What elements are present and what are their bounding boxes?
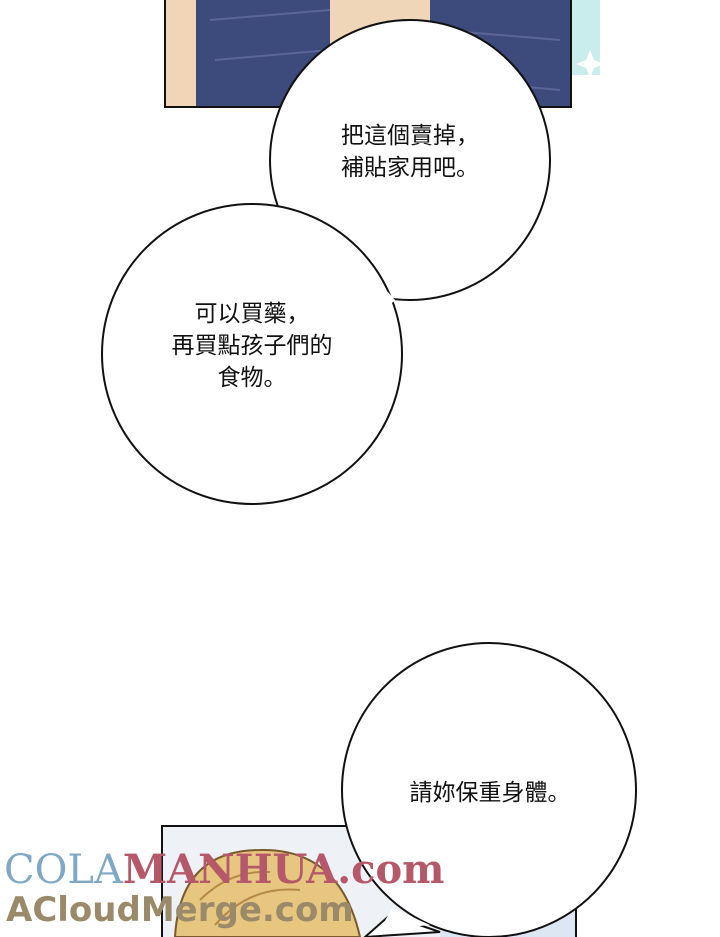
watermark-line-1: COLAMANHUA.com (4, 846, 445, 893)
hair-strands (199, 870, 301, 926)
bubble-connector (320, 255, 395, 315)
bubble-1-text: 把這個賣掉， 補貼家用吧。 (341, 123, 479, 181)
watermark-line-2: ACloudMerge.com (6, 890, 354, 930)
hair (173, 848, 362, 937)
bubble-3-text: 請妳保重身體。 (409, 780, 571, 806)
bubble-tail-fill (380, 908, 430, 930)
speech-bubble-3 (341, 642, 637, 937)
sparkle-icon (576, 50, 604, 78)
sleeve-left (166, 0, 196, 106)
watermark-part-a: COLA (4, 847, 123, 893)
bubble-2-text: 可以買藥， 再買點孩子們的 食物。 (171, 301, 333, 391)
watermark-part-b: MANHUA (122, 846, 338, 893)
speech-bubble-2 (101, 203, 403, 505)
watermark-part-c: .com (337, 846, 445, 893)
speech-bubble-1 (269, 19, 551, 301)
coat-pattern (209, 9, 561, 91)
